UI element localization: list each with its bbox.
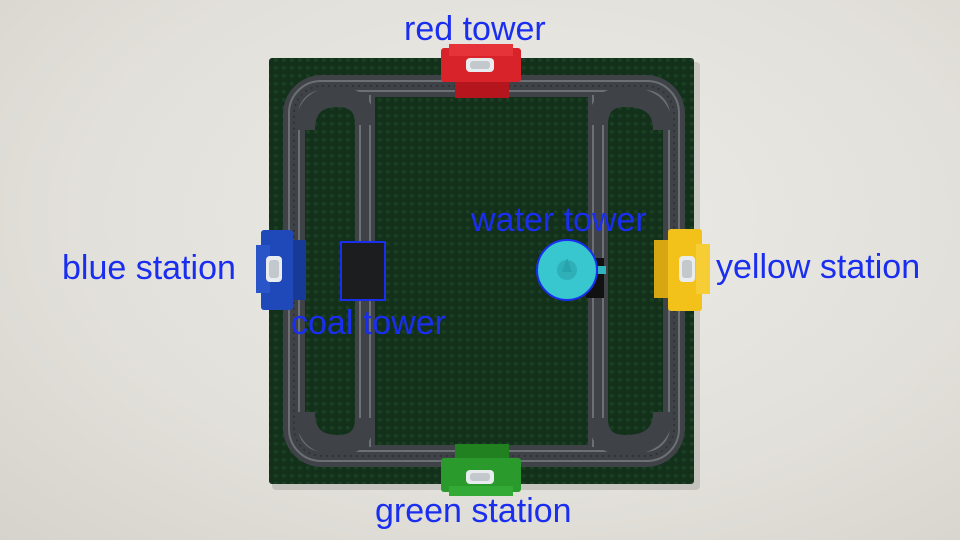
baseplate: [269, 58, 694, 484]
water-tower-label: water tower: [471, 201, 647, 239]
blue-station[interactable]: [256, 230, 306, 310]
blue-station-label: blue station: [62, 249, 236, 287]
red-tower[interactable]: [441, 44, 521, 98]
green-station[interactable]: [441, 444, 521, 496]
coal-tower-label: coal tower: [291, 304, 446, 342]
green-station-label: green station: [375, 492, 572, 530]
red-tower-label: red tower: [404, 10, 546, 48]
yellow-station[interactable]: [654, 229, 710, 311]
coal-tower[interactable]: [340, 241, 386, 301]
yellow-station-label: yellow station: [716, 248, 921, 286]
water-tower[interactable]: [536, 239, 606, 301]
